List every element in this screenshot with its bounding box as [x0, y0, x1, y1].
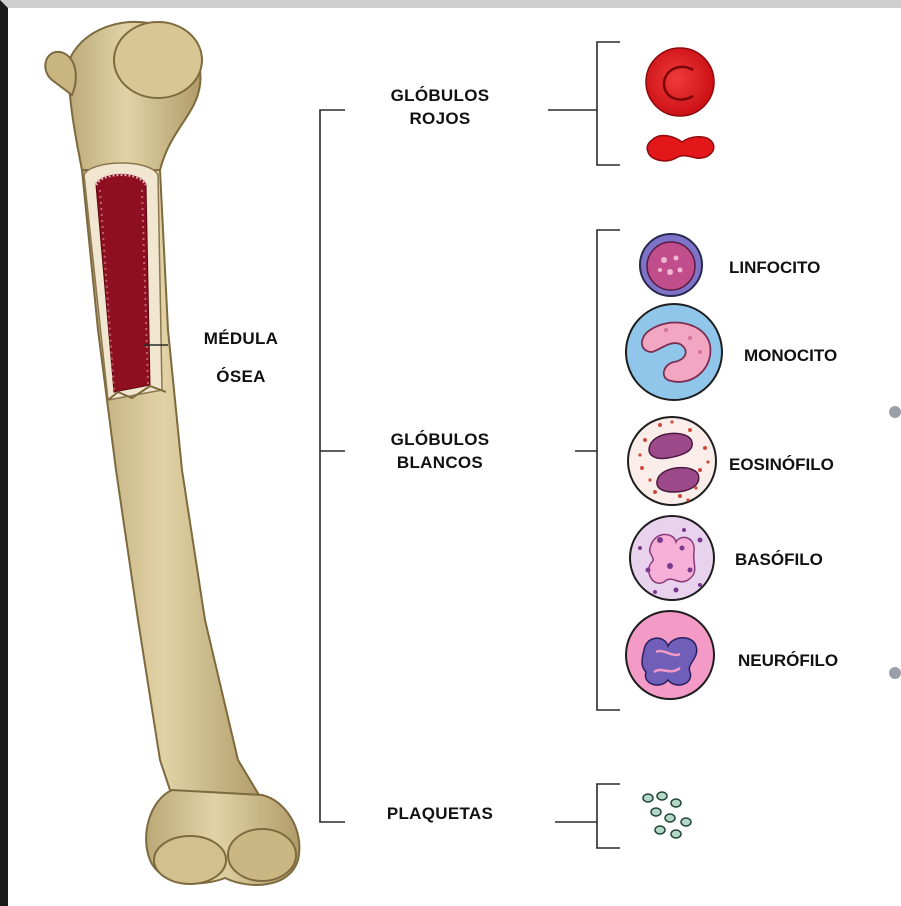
rojos-bracket	[597, 42, 620, 165]
rojos-label-line1: GLÓBULOS	[375, 86, 505, 106]
medula-label-line2: ÓSEA	[186, 367, 296, 387]
globulos-blancos-label: GLÓBULOS BLANCOS	[375, 430, 505, 473]
blancos-label-line2: BLANCOS	[375, 453, 505, 473]
linfocito-label: LINFOCITO	[729, 258, 820, 278]
medula-label-line1: MÉDULA	[186, 329, 296, 349]
basophil-cell-icon	[630, 516, 714, 600]
blancos-bracket	[597, 230, 620, 710]
red-blood-cell-side-icon	[647, 136, 714, 161]
eosinofilo-label: EOSINÓFILO	[729, 455, 834, 475]
neutrophil-cell-icon	[626, 611, 714, 699]
edge-dot-lower	[889, 667, 901, 679]
basofilo-label: BASÓFILO	[735, 550, 823, 570]
rojos-label-line2: ROJOS	[375, 109, 505, 129]
blancos-label-line1: GLÓBULOS	[375, 430, 505, 450]
lymphocyte-cell-icon	[640, 234, 702, 296]
monocito-label: MONOCITO	[744, 346, 837, 366]
eosinophil-cell-icon	[628, 417, 716, 505]
edge-dot-upper	[889, 406, 901, 418]
globulos-rojos-label: GLÓBULOS ROJOS	[375, 86, 505, 129]
plaquetas-label: PLAQUETAS	[375, 804, 505, 824]
plaquetas-bracket	[597, 784, 620, 848]
neurofilo-label: NEURÓFILO	[738, 651, 838, 671]
red-blood-cell-top-icon	[646, 48, 714, 116]
medula-osea-label: MÉDULA ÓSEA	[186, 329, 296, 387]
platelets-icon	[643, 792, 691, 838]
monocyte-cell-icon	[626, 304, 722, 400]
main-bracket	[320, 110, 345, 822]
femur-bone-icon	[45, 22, 299, 885]
